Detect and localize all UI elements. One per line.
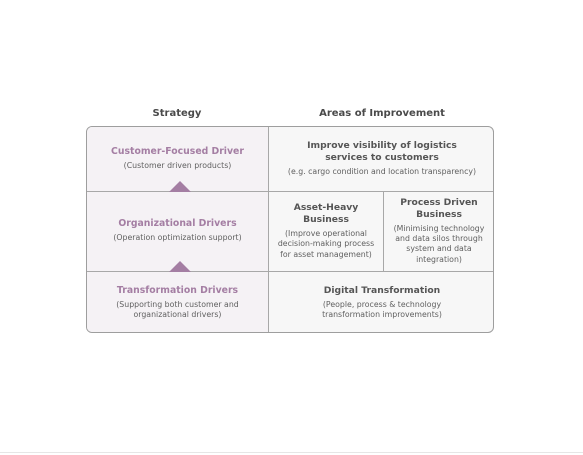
asset-heavy-title: Asset-Heavy Business — [293, 202, 359, 226]
area-split-divider — [383, 191, 384, 271]
digital-transformation-title: Digital Transformation — [323, 284, 441, 296]
visibility-area-cell: Improve visibility of logistics services… — [269, 127, 493, 191]
asset-heavy-cell: Asset-Heavy Business (Improve operationa… — [269, 191, 383, 271]
page-bottom-rule — [0, 452, 583, 453]
transformation-driver-subtitle: (Supporting both customer and organizati… — [116, 299, 239, 319]
up-triangle-icon — [169, 181, 191, 192]
process-driven-subtitle: (Minimising technology and data silos th… — [393, 224, 485, 264]
strategy-column-header: Strategy — [152, 108, 202, 119]
transformation-driver-cell: Transformation Drivers (Supporting both … — [87, 271, 268, 332]
process-driven-cell: Process Driven Business (Minimising tech… — [383, 191, 493, 271]
asset-heavy-subtitle: (Improve operational decision-making pro… — [277, 229, 375, 259]
customer-driver-title: Customer-Focused Driver — [111, 146, 244, 158]
digital-transformation-cell: Digital Transformation (People, process … — [269, 271, 493, 332]
organizational-driver-cell: Organizational Drivers (Operation optimi… — [87, 191, 268, 271]
row-divider-2 — [87, 271, 493, 272]
customer-driver-cell: Customer-Focused Driver (Customer driven… — [87, 127, 268, 191]
strategy-table: Customer-Focused Driver (Customer driven… — [86, 126, 494, 333]
process-driven-title: Process Driven Business — [400, 197, 478, 221]
organizational-driver-subtitle: (Operation optimization support) — [113, 233, 242, 243]
organizational-driver-title: Organizational Drivers — [118, 218, 237, 230]
visibility-area-subtitle: (e.g. cargo condition and location trans… — [287, 167, 477, 177]
column-divider — [268, 127, 269, 332]
up-triangle-icon — [169, 261, 191, 272]
digital-transformation-subtitle: (People, process & technology transforma… — [322, 299, 442, 319]
visibility-area-title: Improve visibility of logistics services… — [307, 140, 457, 164]
transformation-driver-title: Transformation Drivers — [116, 284, 239, 296]
row-divider-1 — [87, 191, 493, 192]
areas-column-header: Areas of Improvement — [319, 108, 445, 119]
customer-driver-subtitle: (Customer driven products) — [123, 161, 232, 171]
